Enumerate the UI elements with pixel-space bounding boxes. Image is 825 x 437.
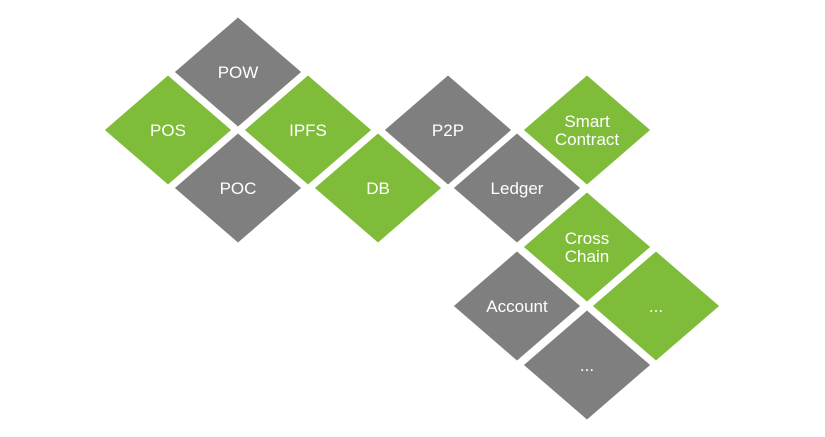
tile-label: IPFS (289, 121, 327, 140)
tile-label: POS (150, 121, 186, 140)
tile-more-green: ... (592, 251, 720, 361)
tile-db: DB (314, 133, 442, 243)
tile-shape (244, 75, 372, 185)
tile-label: Chain (565, 247, 609, 266)
tile-shape (174, 133, 302, 243)
tile-shape (104, 75, 232, 185)
tile-label: POW (218, 63, 259, 82)
tile-ledger: Ledger (453, 133, 581, 243)
tile-ipfs: IPFS (244, 75, 372, 185)
tile-label: Ledger (491, 179, 544, 198)
tile-shape (592, 251, 720, 361)
tile-label: ... (580, 356, 594, 375)
tile-shape (174, 17, 302, 127)
tile-poc: POC (174, 133, 302, 243)
tile-pos: POS (104, 75, 232, 185)
tile-more-gray: ... (523, 310, 651, 420)
tile-label: POC (220, 179, 257, 198)
tile-label: Contract (555, 130, 620, 149)
tile-label: DB (366, 179, 390, 198)
tile-shape (523, 75, 651, 185)
tile-pow: POW (174, 17, 302, 127)
tile-shape (453, 251, 581, 361)
tile-label: P2P (432, 121, 464, 140)
tile-label: ... (649, 297, 663, 316)
tile-label: Account (486, 297, 548, 316)
tile-p2p: P2P (384, 75, 512, 185)
tile-shape (314, 133, 442, 243)
tile-shape (523, 192, 651, 302)
tile-shape (453, 133, 581, 243)
tile-shape (384, 75, 512, 185)
tile-shape (523, 310, 651, 420)
tile-label: Smart (564, 112, 610, 131)
tile-account: Account (453, 251, 581, 361)
tile-label: Cross (565, 229, 609, 248)
